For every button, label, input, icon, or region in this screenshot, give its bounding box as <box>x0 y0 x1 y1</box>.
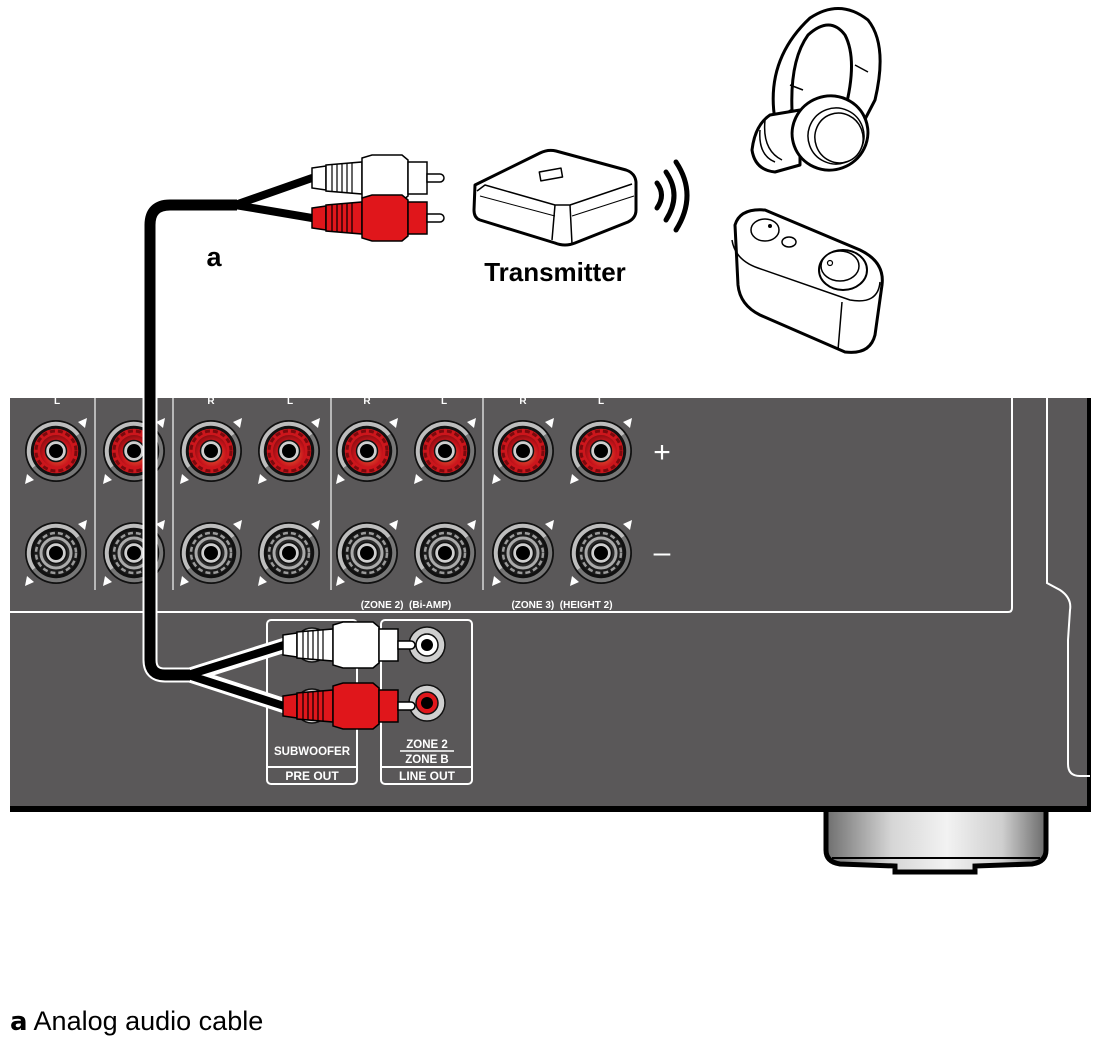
receiver-foot <box>823 803 1049 875</box>
line-out-label: LINE OUT <box>399 769 456 783</box>
legend-text: Analog audio cable <box>33 1006 264 1036</box>
analog-audio-cable: a <box>142 154 445 730</box>
legend-key: a <box>10 1007 28 1037</box>
wireless-speaker-icon <box>731 208 884 354</box>
channel-label: R <box>519 396 527 407</box>
column-dividers <box>94 398 484 590</box>
polarity-minus: – <box>654 536 671 569</box>
channel-label: L <box>441 396 447 407</box>
receiver-rear-panel: L R L R L R L + <box>10 396 1091 875</box>
channel-label: L <box>287 396 293 407</box>
transmitter-icon <box>472 148 638 247</box>
channel-label: L <box>598 396 604 407</box>
pre-out-label: PRE OUT <box>285 769 339 783</box>
speaker-terminal-frame <box>10 398 1013 613</box>
zone2-line-out-jack-red[interactable] <box>408 684 446 722</box>
zone2-line-out-jack-white[interactable] <box>408 626 446 664</box>
channel-label: R <box>207 396 215 407</box>
channel-label: L <box>54 396 60 407</box>
zone2-label: ZONE 2 <box>406 739 448 751</box>
headphones-icon <box>750 7 882 174</box>
transmitter-label: Transmitter <box>484 257 626 287</box>
polarity-plus: + <box>653 436 671 469</box>
side-contour <box>1046 398 1090 777</box>
cable-label: a <box>206 242 222 272</box>
rca-plug-white-transmitter <box>311 154 445 202</box>
subwoofer-label: SUBWOOFER <box>274 746 351 758</box>
rca-plug-red-transmitter <box>311 194 445 242</box>
wireless-signal-icon <box>654 159 690 233</box>
zone2-biamp-label: (ZONE 2) (Bi-AMP) <box>361 600 452 611</box>
zone3-height2-label: (ZONE 3) (HEIGHT 2) <box>511 600 612 611</box>
channel-labels: L R L R L R L <box>54 396 604 407</box>
zoneb-label: ZONE B <box>405 754 448 766</box>
channel-label: R <box>363 396 371 407</box>
